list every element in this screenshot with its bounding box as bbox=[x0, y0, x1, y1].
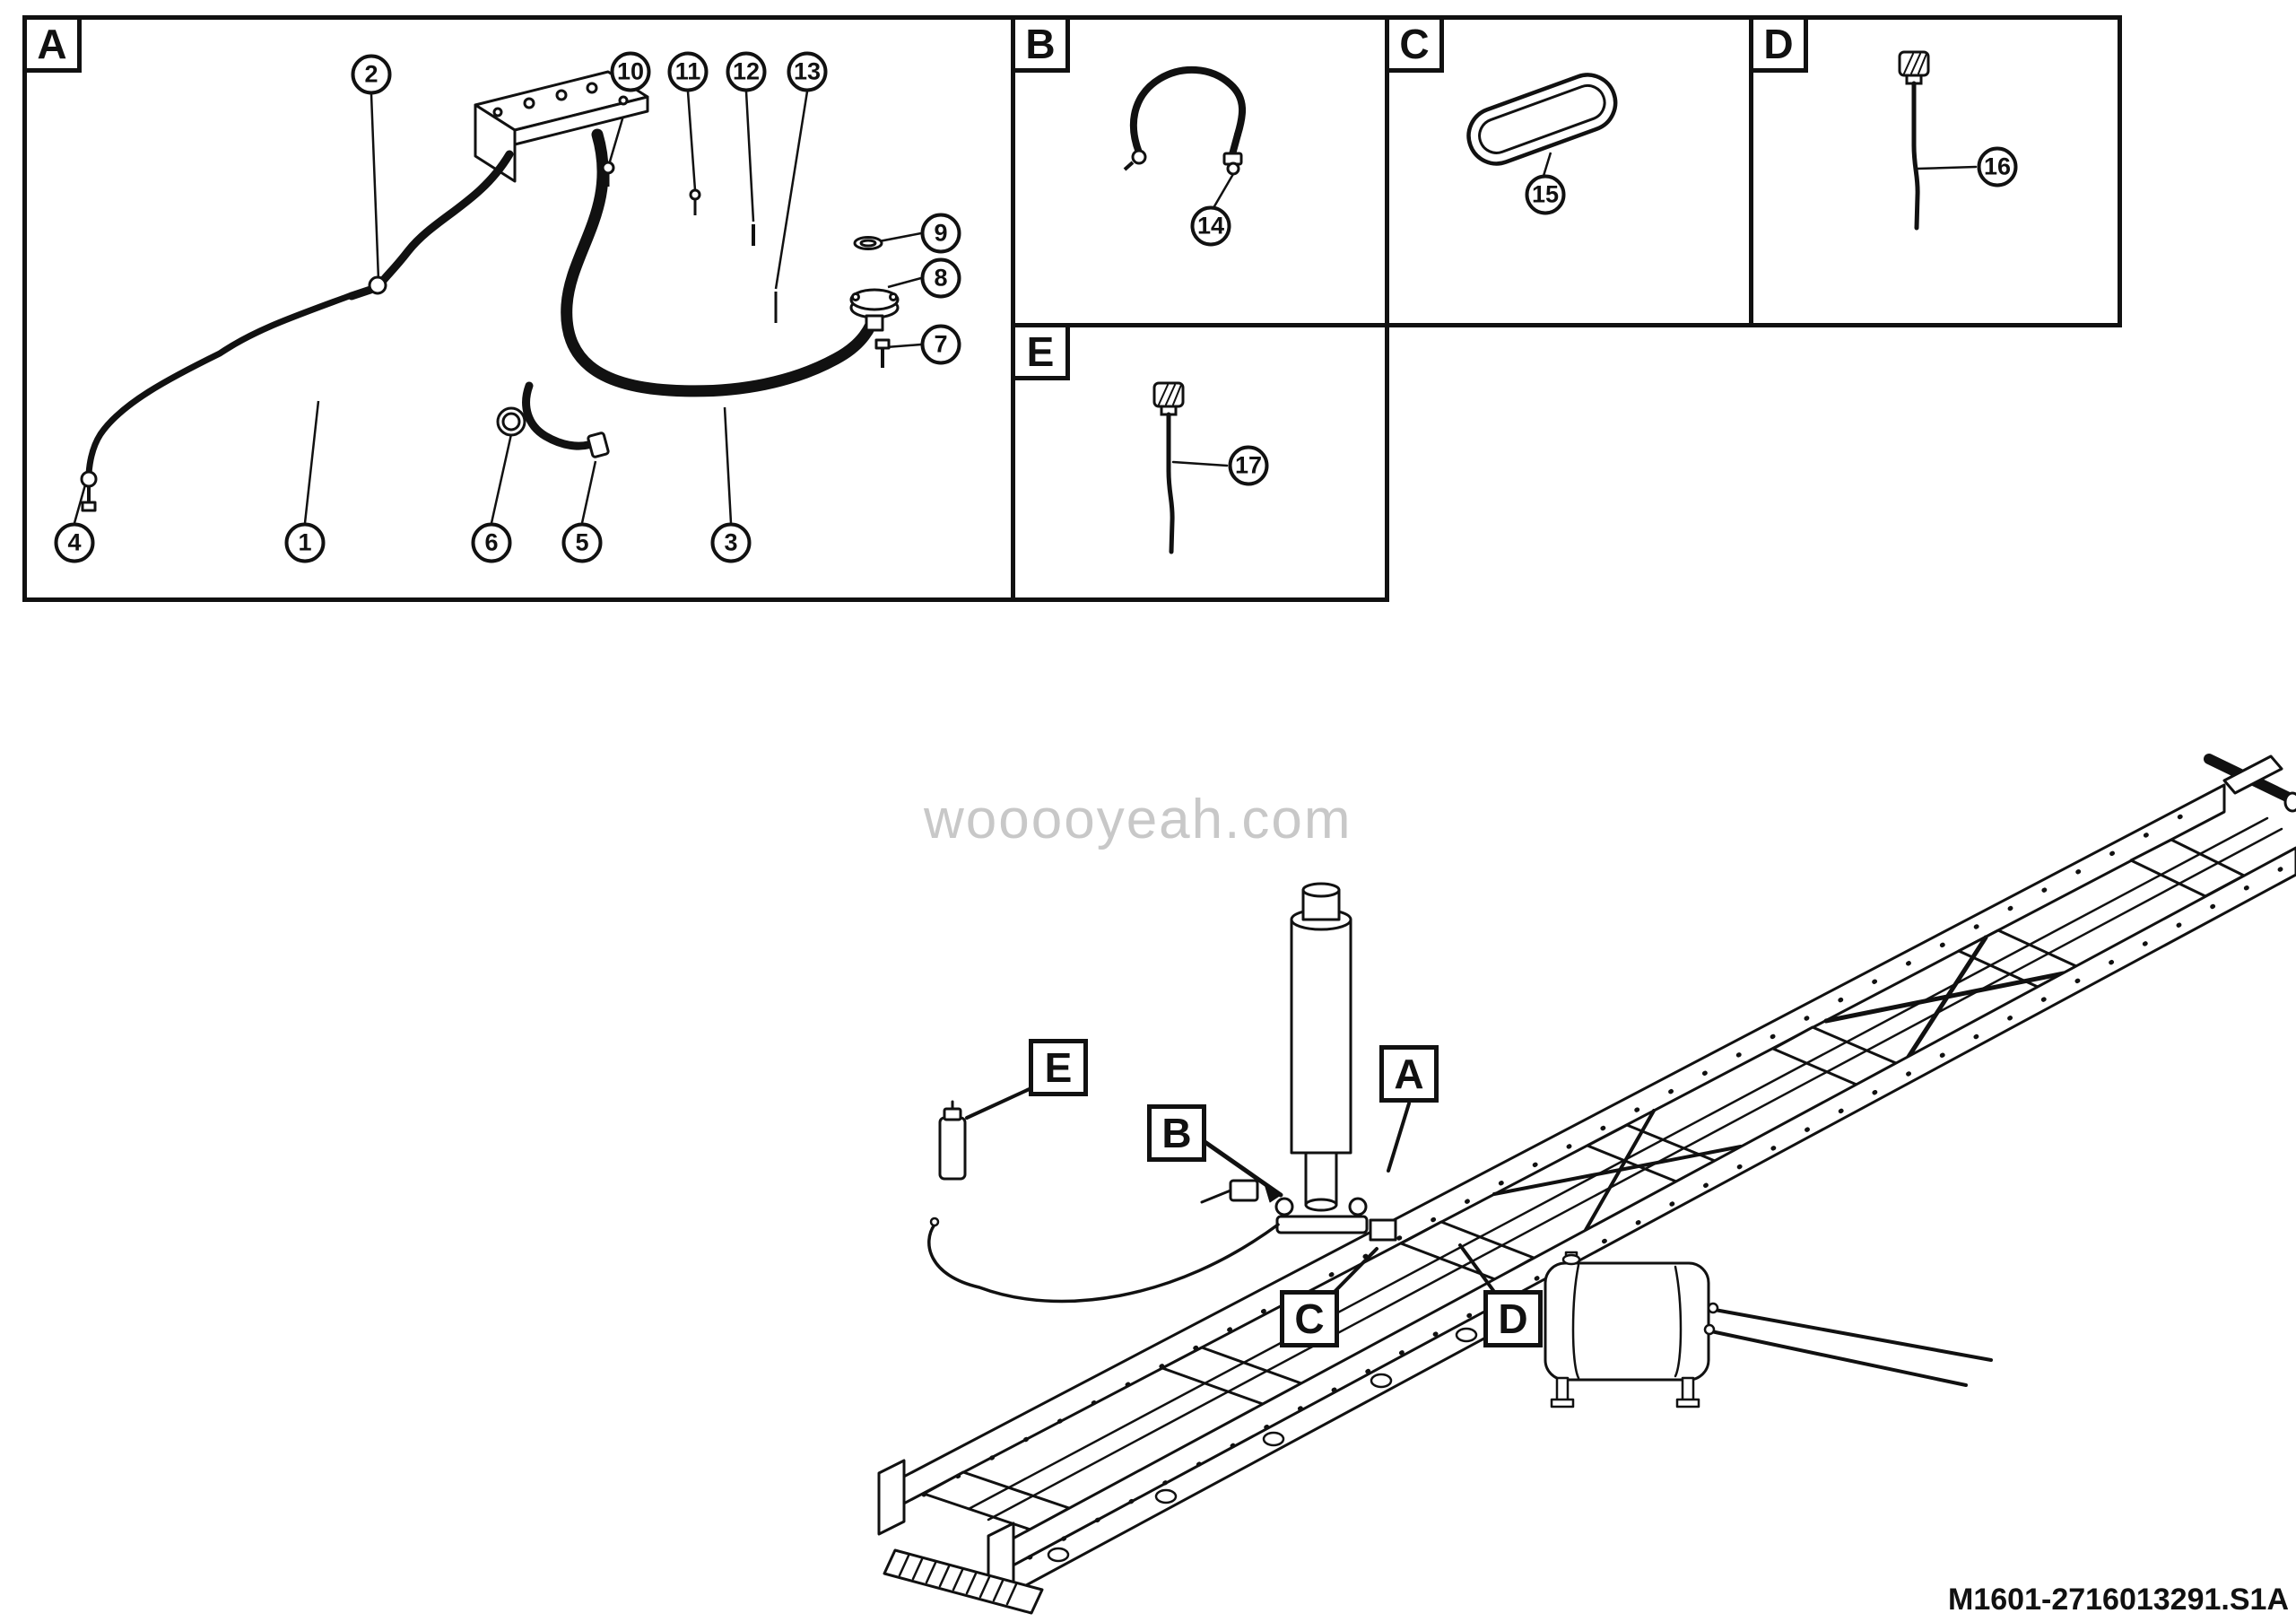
probe-rods bbox=[1703, 1302, 1993, 1387]
chassis-label-d: D bbox=[1483, 1290, 1543, 1347]
chassis-label-b: B bbox=[1147, 1104, 1206, 1162]
front-end bbox=[877, 1459, 1044, 1615]
callout-1: 1 bbox=[284, 522, 326, 563]
leader-lines bbox=[73, 91, 922, 524]
dipstick-16 bbox=[1898, 50, 1978, 231]
hose-14 bbox=[1129, 66, 1247, 208]
chassis-label-e: E bbox=[1029, 1039, 1088, 1096]
panel-b: B 14 bbox=[1011, 15, 1389, 327]
callout-13: 13 bbox=[787, 51, 828, 92]
mounting-bracket bbox=[474, 70, 649, 183]
callout-12: 12 bbox=[726, 51, 767, 92]
panel-c: C 15 bbox=[1385, 15, 1753, 327]
panel-d: D 16 bbox=[1749, 15, 2122, 327]
frame-rails bbox=[895, 783, 2296, 1599]
fuel-tank bbox=[1544, 1251, 1710, 1408]
callout-9: 9 bbox=[920, 213, 961, 254]
chassis-label-c: C bbox=[1280, 1290, 1339, 1347]
panel-d-letter: D bbox=[1749, 15, 1808, 73]
hose-assembly-drawing bbox=[73, 70, 922, 524]
dipstick-drawing-16 bbox=[1898, 50, 1978, 231]
part-code: M1601-2716013291.S1A bbox=[1948, 1583, 2289, 1617]
callout-10: 10 bbox=[610, 51, 651, 92]
callout-17: 17 bbox=[1228, 445, 1269, 486]
callout-7: 7 bbox=[920, 324, 961, 365]
callout-11: 11 bbox=[667, 51, 709, 92]
hoses bbox=[85, 128, 881, 477]
panel-a: A 2 10 11 12 13 9 8 7 4 1 6 5 3 bbox=[22, 15, 1015, 602]
chassis-isometric-view bbox=[789, 718, 2296, 1615]
dipstick-drawing-17 bbox=[1152, 381, 1229, 554]
rear-crossmember bbox=[2204, 754, 2296, 813]
panel-a-letter: A bbox=[22, 15, 82, 73]
panel-c-letter: C bbox=[1385, 15, 1444, 73]
callout-15: 15 bbox=[1525, 174, 1566, 215]
hanging-hose bbox=[927, 1216, 1280, 1304]
callout-6: 6 bbox=[471, 522, 512, 563]
reservoir-canister bbox=[938, 1100, 967, 1181]
callout-14: 14 bbox=[1190, 205, 1231, 247]
hoist-cylinder bbox=[1200, 882, 1397, 1242]
hose-14-fittings bbox=[1123, 149, 1243, 176]
callout-3: 3 bbox=[710, 522, 752, 563]
fittings-hardware bbox=[80, 161, 900, 512]
panel-e-letter: E bbox=[1011, 323, 1070, 380]
callout-2: 2 bbox=[351, 54, 392, 95]
watermark: wooooyeah.com bbox=[924, 789, 1352, 850]
chassis-label-a: A bbox=[1379, 1045, 1439, 1103]
panel-b-letter: B bbox=[1011, 15, 1070, 73]
curved-hose-drawing bbox=[1123, 66, 1247, 208]
callout-4: 4 bbox=[54, 522, 95, 563]
callout-16: 16 bbox=[1977, 146, 2018, 187]
belt-drawing bbox=[1466, 73, 1618, 177]
dipstick-17 bbox=[1152, 381, 1229, 554]
callout-5: 5 bbox=[561, 522, 603, 563]
callout-8: 8 bbox=[920, 257, 961, 299]
panel-e: E 17 bbox=[1011, 323, 1389, 602]
belt-15 bbox=[1466, 73, 1618, 177]
chassis-drawing bbox=[877, 754, 2296, 1615]
